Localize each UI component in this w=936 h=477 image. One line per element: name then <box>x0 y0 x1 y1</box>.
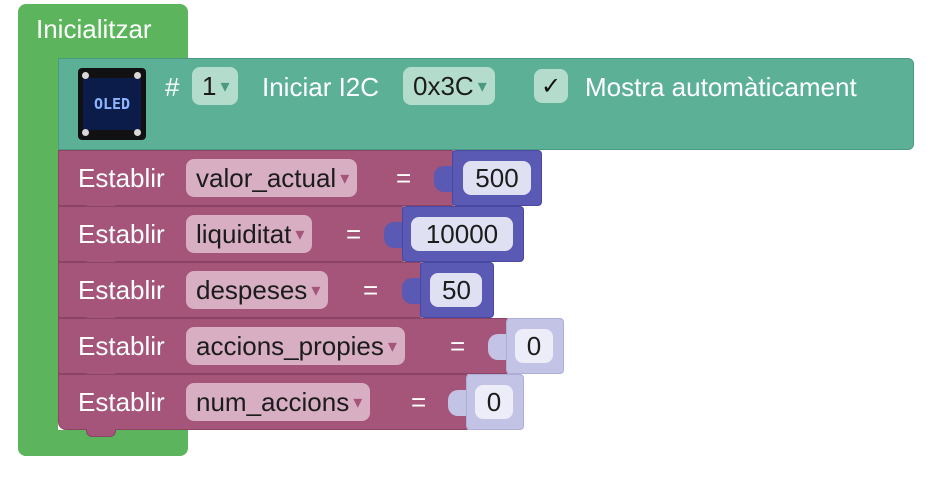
equals-label: = <box>346 219 362 249</box>
init-block-header[interactable] <box>18 4 188 60</box>
variable-dropdown[interactable]: valor_actual ▾ <box>186 159 358 197</box>
variable-name: despeses <box>196 275 308 305</box>
variable-dropdown[interactable]: accions_propies ▾ <box>186 327 405 365</box>
value-socket-tab <box>402 278 424 304</box>
set-label: Establir <box>78 331 165 361</box>
dropdown-arrow-icon: ▾ <box>477 76 487 96</box>
oled-number-value: 1 <box>202 71 217 101</box>
set-label: Establir <box>78 387 165 417</box>
auto-display-checkbox[interactable]: ✓ <box>534 69 568 103</box>
dropdown-arrow-icon: ▾ <box>220 76 230 96</box>
value-socket-tab <box>384 222 406 248</box>
dropdown-arrow-icon: ▾ <box>311 280 321 300</box>
value-socket-tab <box>448 390 470 416</box>
oled-address-value: 0x3C <box>413 71 474 101</box>
variable-name: num_accions <box>196 387 350 417</box>
checkmark-icon: ✓ <box>540 72 562 100</box>
number-value-field[interactable]: 10000 <box>411 217 513 251</box>
init-block-title: Inicialitzar <box>36 14 152 44</box>
variable-dropdown[interactable]: liquiditat ▾ <box>186 215 313 253</box>
dropdown-arrow-icon: ▾ <box>340 168 350 188</box>
oled-icon-text: OLED <box>93 95 131 113</box>
number-value-field[interactable]: 0 <box>475 385 513 419</box>
equals-label: = <box>411 387 427 417</box>
dropdown-arrow-icon: ▾ <box>295 224 305 244</box>
variable-dropdown[interactable]: despeses ▾ <box>186 271 329 309</box>
oled-address-dropdown[interactable]: 0x3C ▾ <box>403 67 495 105</box>
set-label: Establir <box>78 163 165 193</box>
set-label: Establir <box>78 275 165 305</box>
oled-pin-icon <box>82 72 89 79</box>
variable-name: valor_actual <box>196 163 337 193</box>
oled-number-dropdown[interactable]: 1 ▾ <box>192 67 238 105</box>
dropdown-arrow-icon: ▾ <box>353 392 363 412</box>
auto-display-label: Mostra automàticament <box>585 72 857 102</box>
value-socket-tab <box>488 334 510 360</box>
variable-name: accions_propies <box>196 331 384 361</box>
equals-label: = <box>450 331 466 361</box>
oled-display-icon: OLED <box>78 68 146 140</box>
oled-pin-icon <box>134 72 141 79</box>
number-value-field[interactable]: 0 <box>515 329 553 363</box>
oled-pin-icon <box>82 129 89 136</box>
number-value-field[interactable]: 500 <box>463 161 531 195</box>
number-value-field[interactable]: 50 <box>430 273 482 307</box>
equals-label: = <box>363 275 379 305</box>
block-connector <box>86 429 116 437</box>
variable-name: liquiditat <box>196 219 292 249</box>
variable-dropdown[interactable]: num_accions ▾ <box>186 383 371 421</box>
oled-iniciar-label: Iniciar I2C <box>262 72 380 102</box>
value-socket-tab <box>434 166 456 192</box>
init-block-spine <box>18 56 58 456</box>
set-label: Establir <box>78 219 165 249</box>
oled-hash-label: # <box>165 72 180 102</box>
dropdown-arrow-icon: ▾ <box>387 336 397 356</box>
oled-pin-icon <box>134 129 141 136</box>
equals-label: = <box>396 163 412 193</box>
